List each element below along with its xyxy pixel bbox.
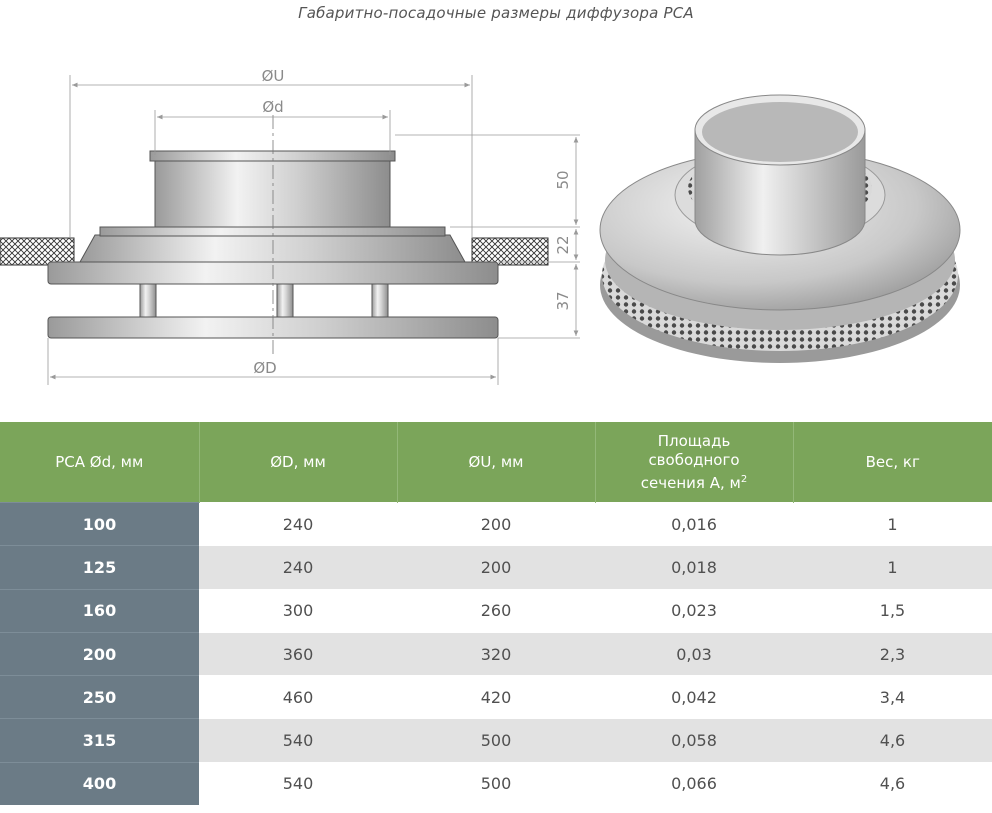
cell-big-d: 240 bbox=[199, 501, 397, 546]
cell-area: 0,016 bbox=[595, 501, 793, 546]
cell-u: 420 bbox=[397, 675, 595, 719]
cell-weight: 4,6 bbox=[793, 718, 992, 763]
cell-weight: 3,4 bbox=[793, 675, 992, 719]
cell-u: 320 bbox=[397, 631, 595, 676]
cell-area: 0,042 bbox=[595, 675, 793, 719]
specs-table: РСА Ød, мм ØD, мм ØU, мм Площадь свободн… bbox=[0, 422, 992, 806]
dim-u-label: ØU bbox=[262, 67, 285, 85]
ceiling-left bbox=[0, 237, 75, 266]
diffuser-3d-image bbox=[599, 94, 961, 363]
header-area-line2: свободного bbox=[648, 450, 740, 469]
header-big-d: ØD, мм bbox=[199, 422, 398, 503]
cell-d: 160 bbox=[0, 588, 199, 633]
header-weight: Вес, кг bbox=[793, 422, 992, 503]
header-u: ØU, мм bbox=[397, 422, 596, 503]
header-area-line3: сечения А, м bbox=[640, 473, 741, 492]
dim-h2-label: 22 bbox=[554, 235, 572, 254]
cell-u: 200 bbox=[397, 545, 595, 590]
cell-d: 200 bbox=[0, 631, 199, 676]
cell-u: 500 bbox=[397, 761, 595, 806]
cell-d: 125 bbox=[0, 545, 199, 590]
body-cone bbox=[79, 234, 466, 263]
cell-d: 400 bbox=[0, 761, 199, 806]
cell-u: 200 bbox=[397, 501, 595, 546]
header-area-line1: Площадь bbox=[657, 431, 731, 450]
cell-area: 0,066 bbox=[595, 761, 793, 806]
cell-weight: 2,3 bbox=[793, 631, 992, 676]
cell-weight: 1 bbox=[793, 501, 992, 546]
cell-area: 0,023 bbox=[595, 588, 793, 633]
cell-d: 100 bbox=[0, 501, 199, 546]
header-area: Площадь свободного сечения А, м2 bbox=[595, 422, 794, 503]
cell-big-d: 460 bbox=[199, 675, 397, 719]
cell-u: 260 bbox=[397, 588, 595, 633]
cell-big-d: 360 bbox=[199, 631, 397, 676]
cell-weight: 1 bbox=[793, 545, 992, 590]
cell-big-d: 540 bbox=[199, 761, 397, 806]
cell-u: 500 bbox=[397, 718, 595, 763]
cell-big-d: 540 bbox=[199, 718, 397, 763]
page-title: Габаритно-посадочные размеры диффузора Р… bbox=[298, 4, 694, 22]
collar bbox=[154, 154, 391, 228]
dim-h1-label: 50 bbox=[554, 170, 572, 189]
cell-area: 0,03 bbox=[595, 631, 793, 676]
cell-weight: 1,5 bbox=[793, 588, 992, 633]
table-header-row: РСА Ød, мм ØD, мм ØU, мм Площадь свободн… bbox=[0, 422, 992, 503]
dim-h3-label: 37 bbox=[554, 291, 572, 310]
diffuser-drawing: ØU Ød ØD 50 22 37 bbox=[0, 67, 580, 385]
cell-d: 250 bbox=[0, 675, 199, 719]
dim-big-d-label: ØD bbox=[253, 359, 276, 377]
dim-d-label: Ød bbox=[262, 98, 283, 116]
cell-big-d: 240 bbox=[199, 545, 397, 590]
ceiling-right bbox=[471, 237, 549, 266]
header-area-sup: 2 bbox=[740, 473, 748, 485]
cell-big-d: 300 bbox=[199, 588, 397, 633]
header-d: РСА Ød, мм bbox=[0, 422, 200, 503]
cell-area: 0,058 bbox=[595, 718, 793, 763]
cell-area: 0,018 bbox=[595, 545, 793, 590]
cell-d: 315 bbox=[0, 718, 199, 763]
cell-weight: 4,6 bbox=[793, 761, 992, 806]
